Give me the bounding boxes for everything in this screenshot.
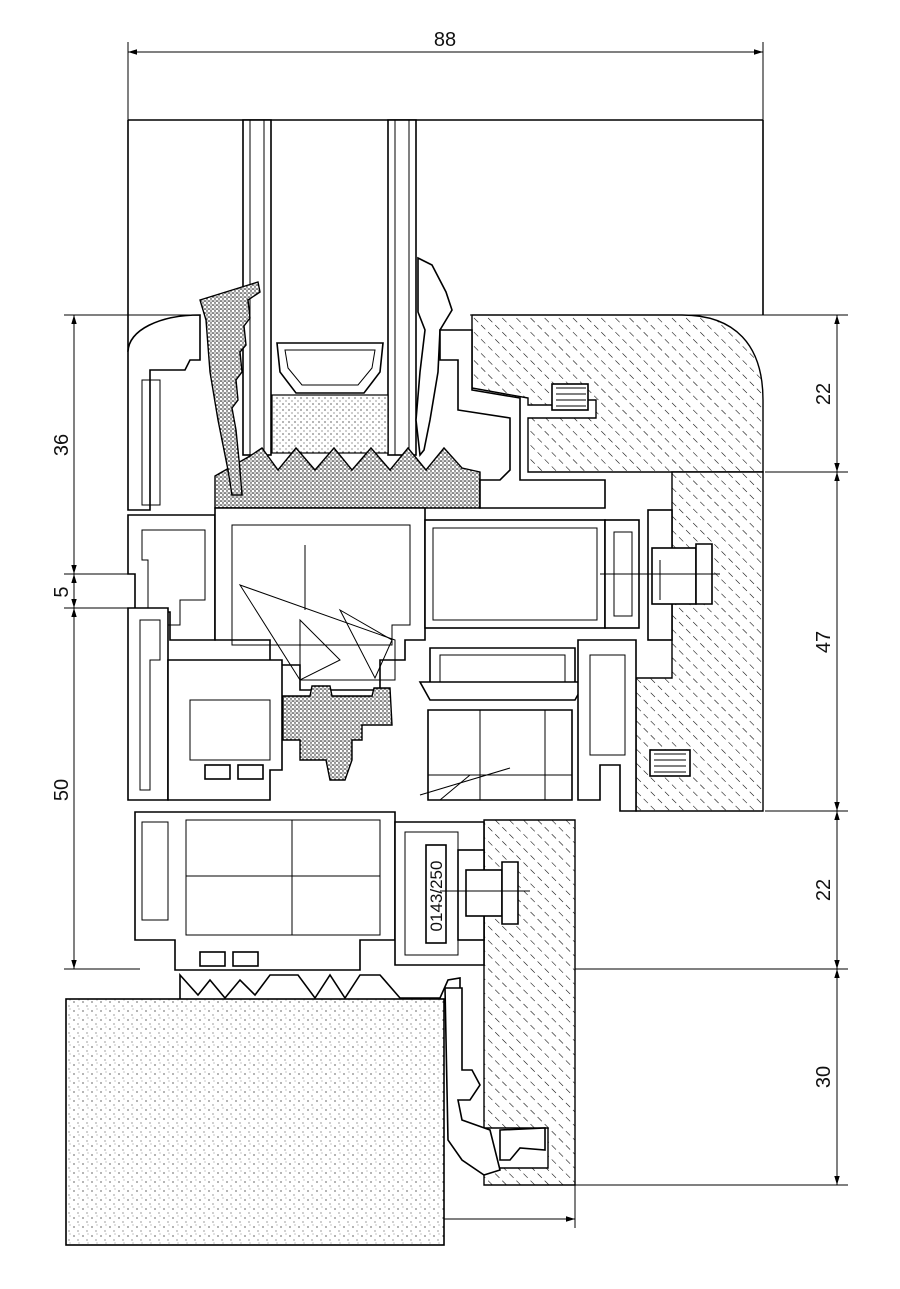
dim-right-2: 47 <box>813 631 835 653</box>
glazing-unit <box>242 119 417 456</box>
dim-right-4: 30 <box>813 1066 835 1088</box>
dim-total-width: 88 <box>434 29 456 51</box>
frame-outline <box>127 119 764 352</box>
hardware-fitting-lower <box>440 849 530 941</box>
wall-sill <box>65 998 445 1246</box>
dim-left-bottom: 50 <box>51 779 73 801</box>
glazing-bead-clip <box>415 256 453 458</box>
dim-right-1: 22 <box>813 383 835 405</box>
screw-anchor-mid <box>649 749 691 777</box>
main-frame-profile <box>127 314 720 1176</box>
dim-left-top: 36 <box>51 434 73 456</box>
part-code-label: 0143/250 <box>427 861 446 932</box>
dim-right-3: 22 <box>813 879 835 901</box>
wedge-gasket-left <box>199 281 261 496</box>
hardware-fitting-upper <box>600 509 720 641</box>
dim-left-mid: 5 <box>51 586 73 597</box>
glazing-gasket-bottom <box>214 446 481 509</box>
screw-anchor-top <box>551 383 589 411</box>
